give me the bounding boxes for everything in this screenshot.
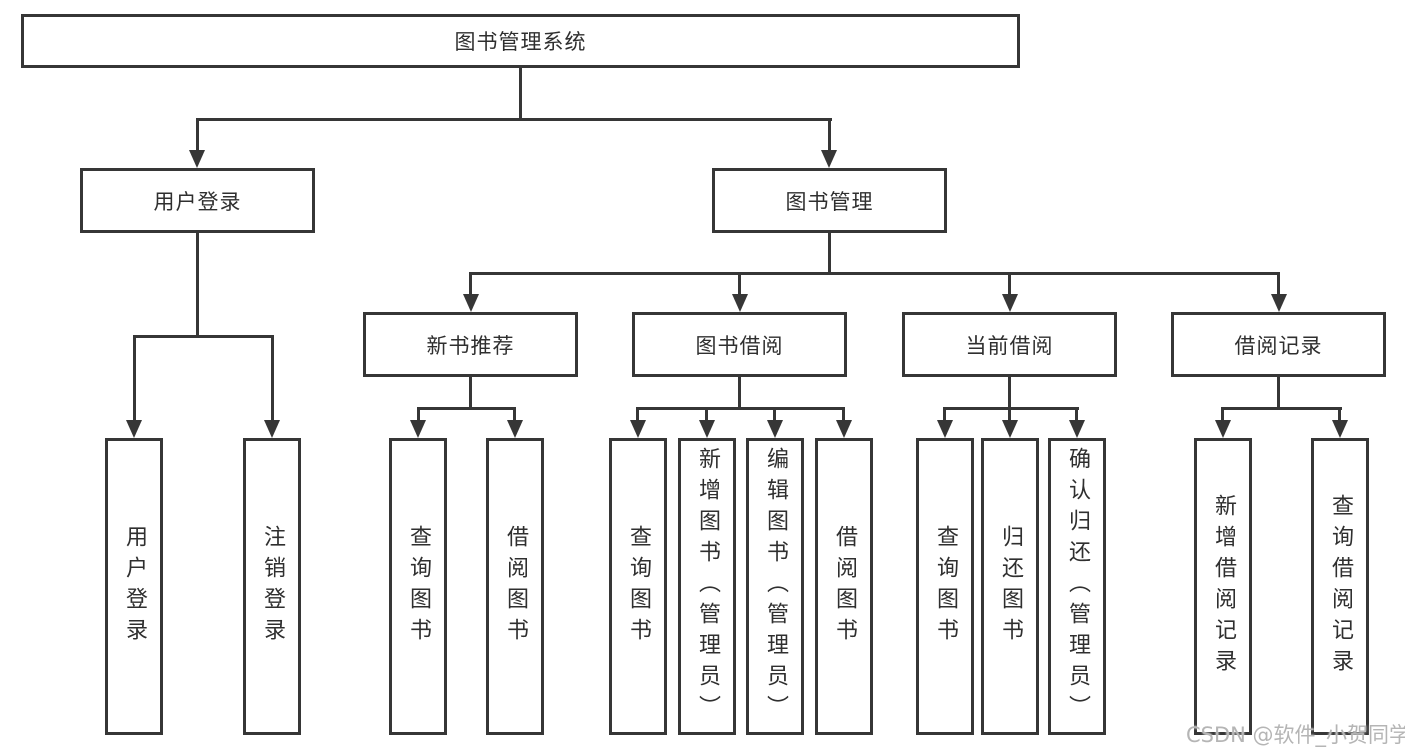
- node-label: 借阅图书: [503, 524, 528, 649]
- connector-line: [469, 377, 472, 407]
- node-leaf-return-books: 归还图书: [981, 438, 1039, 735]
- connector-line: [1277, 377, 1280, 407]
- node-leaf-edit-books-admin: 编辑图书（管理员）: [746, 438, 804, 735]
- connector-line: [828, 118, 831, 153]
- connector-line: [196, 118, 199, 153]
- node-leaf-query-borrow-record: 查询借阅记录: [1311, 438, 1369, 735]
- node-book-borrowing: 图书借阅: [632, 312, 847, 377]
- node-leaf-query-books-current: 查询图书: [916, 438, 974, 735]
- connector-line: [1075, 407, 1078, 423]
- arrowhead-down-icon: [836, 420, 852, 438]
- node-label: 新增图书（管理员）: [695, 447, 720, 726]
- connector-line: [738, 272, 741, 297]
- node-label: 查询借阅记录: [1328, 493, 1353, 680]
- connector-line: [469, 272, 472, 297]
- node-label: 归还图书: [998, 524, 1023, 649]
- arrowhead-down-icon: [1215, 420, 1231, 438]
- node-leaf-logout: 注销登录: [243, 438, 301, 735]
- node-label: 确认归还（管理员）: [1065, 447, 1090, 726]
- node-label: 图书管理: [785, 189, 874, 214]
- node-user-login: 用户登录: [80, 168, 315, 233]
- node-label: 新书推荐: [426, 333, 515, 358]
- node-label: 查询图书: [933, 524, 958, 649]
- arrowhead-down-icon: [507, 420, 523, 438]
- node-label: 借阅图书: [832, 524, 857, 649]
- connector-line: [943, 407, 946, 423]
- connector-line: [1277, 272, 1280, 297]
- connector-line: [1338, 407, 1341, 423]
- node-leaf-borrow-books-recommend: 借阅图书: [486, 438, 544, 735]
- node-leaf-add-borrow-record: 新增借阅记录: [1194, 438, 1252, 735]
- arrowhead-down-icon: [463, 294, 479, 312]
- connector-line: [1008, 377, 1011, 407]
- connector-line: [828, 233, 831, 272]
- connector-line: [271, 335, 274, 423]
- node-leaf-query-books-borrowing: 查询图书: [609, 438, 667, 735]
- node-new-book-recommendation: 新书推荐: [363, 312, 578, 377]
- node-label: 新增借阅记录: [1211, 493, 1236, 680]
- arrowhead-down-icon: [264, 420, 280, 438]
- arrowhead-down-icon: [1271, 294, 1287, 312]
- arrowhead-down-icon: [767, 420, 783, 438]
- arrowhead-down-icon: [1069, 420, 1085, 438]
- arrowhead-down-icon: [1002, 420, 1018, 438]
- connector-line: [417, 407, 516, 410]
- connector-line: [842, 407, 845, 423]
- node-label: 查询图书: [626, 524, 651, 649]
- connector-line: [1221, 407, 1342, 410]
- node-leaf-add-books-admin: 新增图书（管理员）: [678, 438, 736, 735]
- node-book-management: 图书管理: [712, 168, 947, 233]
- connector-line: [133, 335, 136, 423]
- connector-line: [513, 407, 516, 423]
- watermark-text: CSDN @软件_小贺同学: [1186, 723, 1405, 747]
- node-leaf-user-login: 用户登录: [105, 438, 163, 735]
- node-leaf-borrow-books: 借阅图书: [815, 438, 873, 735]
- node-label: 借阅记录: [1234, 333, 1323, 358]
- arrowhead-down-icon: [1002, 294, 1018, 312]
- arrowhead-down-icon: [189, 150, 205, 168]
- node-book-management-system: 图书管理系统: [21, 14, 1020, 68]
- node-label: 图书借阅: [695, 333, 784, 358]
- connector-line: [705, 407, 708, 423]
- arrowhead-down-icon: [126, 420, 142, 438]
- connector-line: [636, 407, 639, 423]
- connector-line: [469, 272, 1280, 275]
- connector-line: [133, 335, 274, 338]
- node-label: 当前借阅: [965, 333, 1054, 358]
- connector-line: [1008, 407, 1011, 423]
- connector-line: [1008, 272, 1011, 297]
- node-label: 编辑图书（管理员）: [763, 447, 788, 726]
- connector-line: [196, 118, 832, 121]
- arrowhead-down-icon: [630, 420, 646, 438]
- arrowhead-down-icon: [410, 420, 426, 438]
- connector-line: [773, 407, 776, 423]
- connector-line: [1221, 407, 1224, 423]
- connector-line: [519, 68, 522, 118]
- node-label: 查询图书: [406, 524, 431, 649]
- arrowhead-down-icon: [821, 150, 837, 168]
- arrowhead-down-icon: [1332, 420, 1348, 438]
- connector-line: [943, 407, 1079, 410]
- arrowhead-down-icon: [937, 420, 953, 438]
- connector-line: [417, 407, 420, 423]
- arrowhead-down-icon: [732, 294, 748, 312]
- node-label: 用户登录: [153, 189, 242, 214]
- node-label: 图书管理系统: [454, 30, 587, 54]
- connector-line: [636, 407, 844, 410]
- connector-line: [196, 233, 199, 335]
- node-current-borrowing: 当前借阅: [902, 312, 1117, 377]
- node-label: 注销登录: [260, 524, 285, 649]
- arrowhead-down-icon: [699, 420, 715, 438]
- node-label: 用户登录: [122, 524, 147, 649]
- node-leaf-query-books-recommend: 查询图书: [389, 438, 447, 735]
- connector-line: [738, 377, 741, 407]
- node-borrowing-records: 借阅记录: [1171, 312, 1386, 377]
- node-leaf-confirm-return-admin: 确认归还（管理员）: [1048, 438, 1106, 735]
